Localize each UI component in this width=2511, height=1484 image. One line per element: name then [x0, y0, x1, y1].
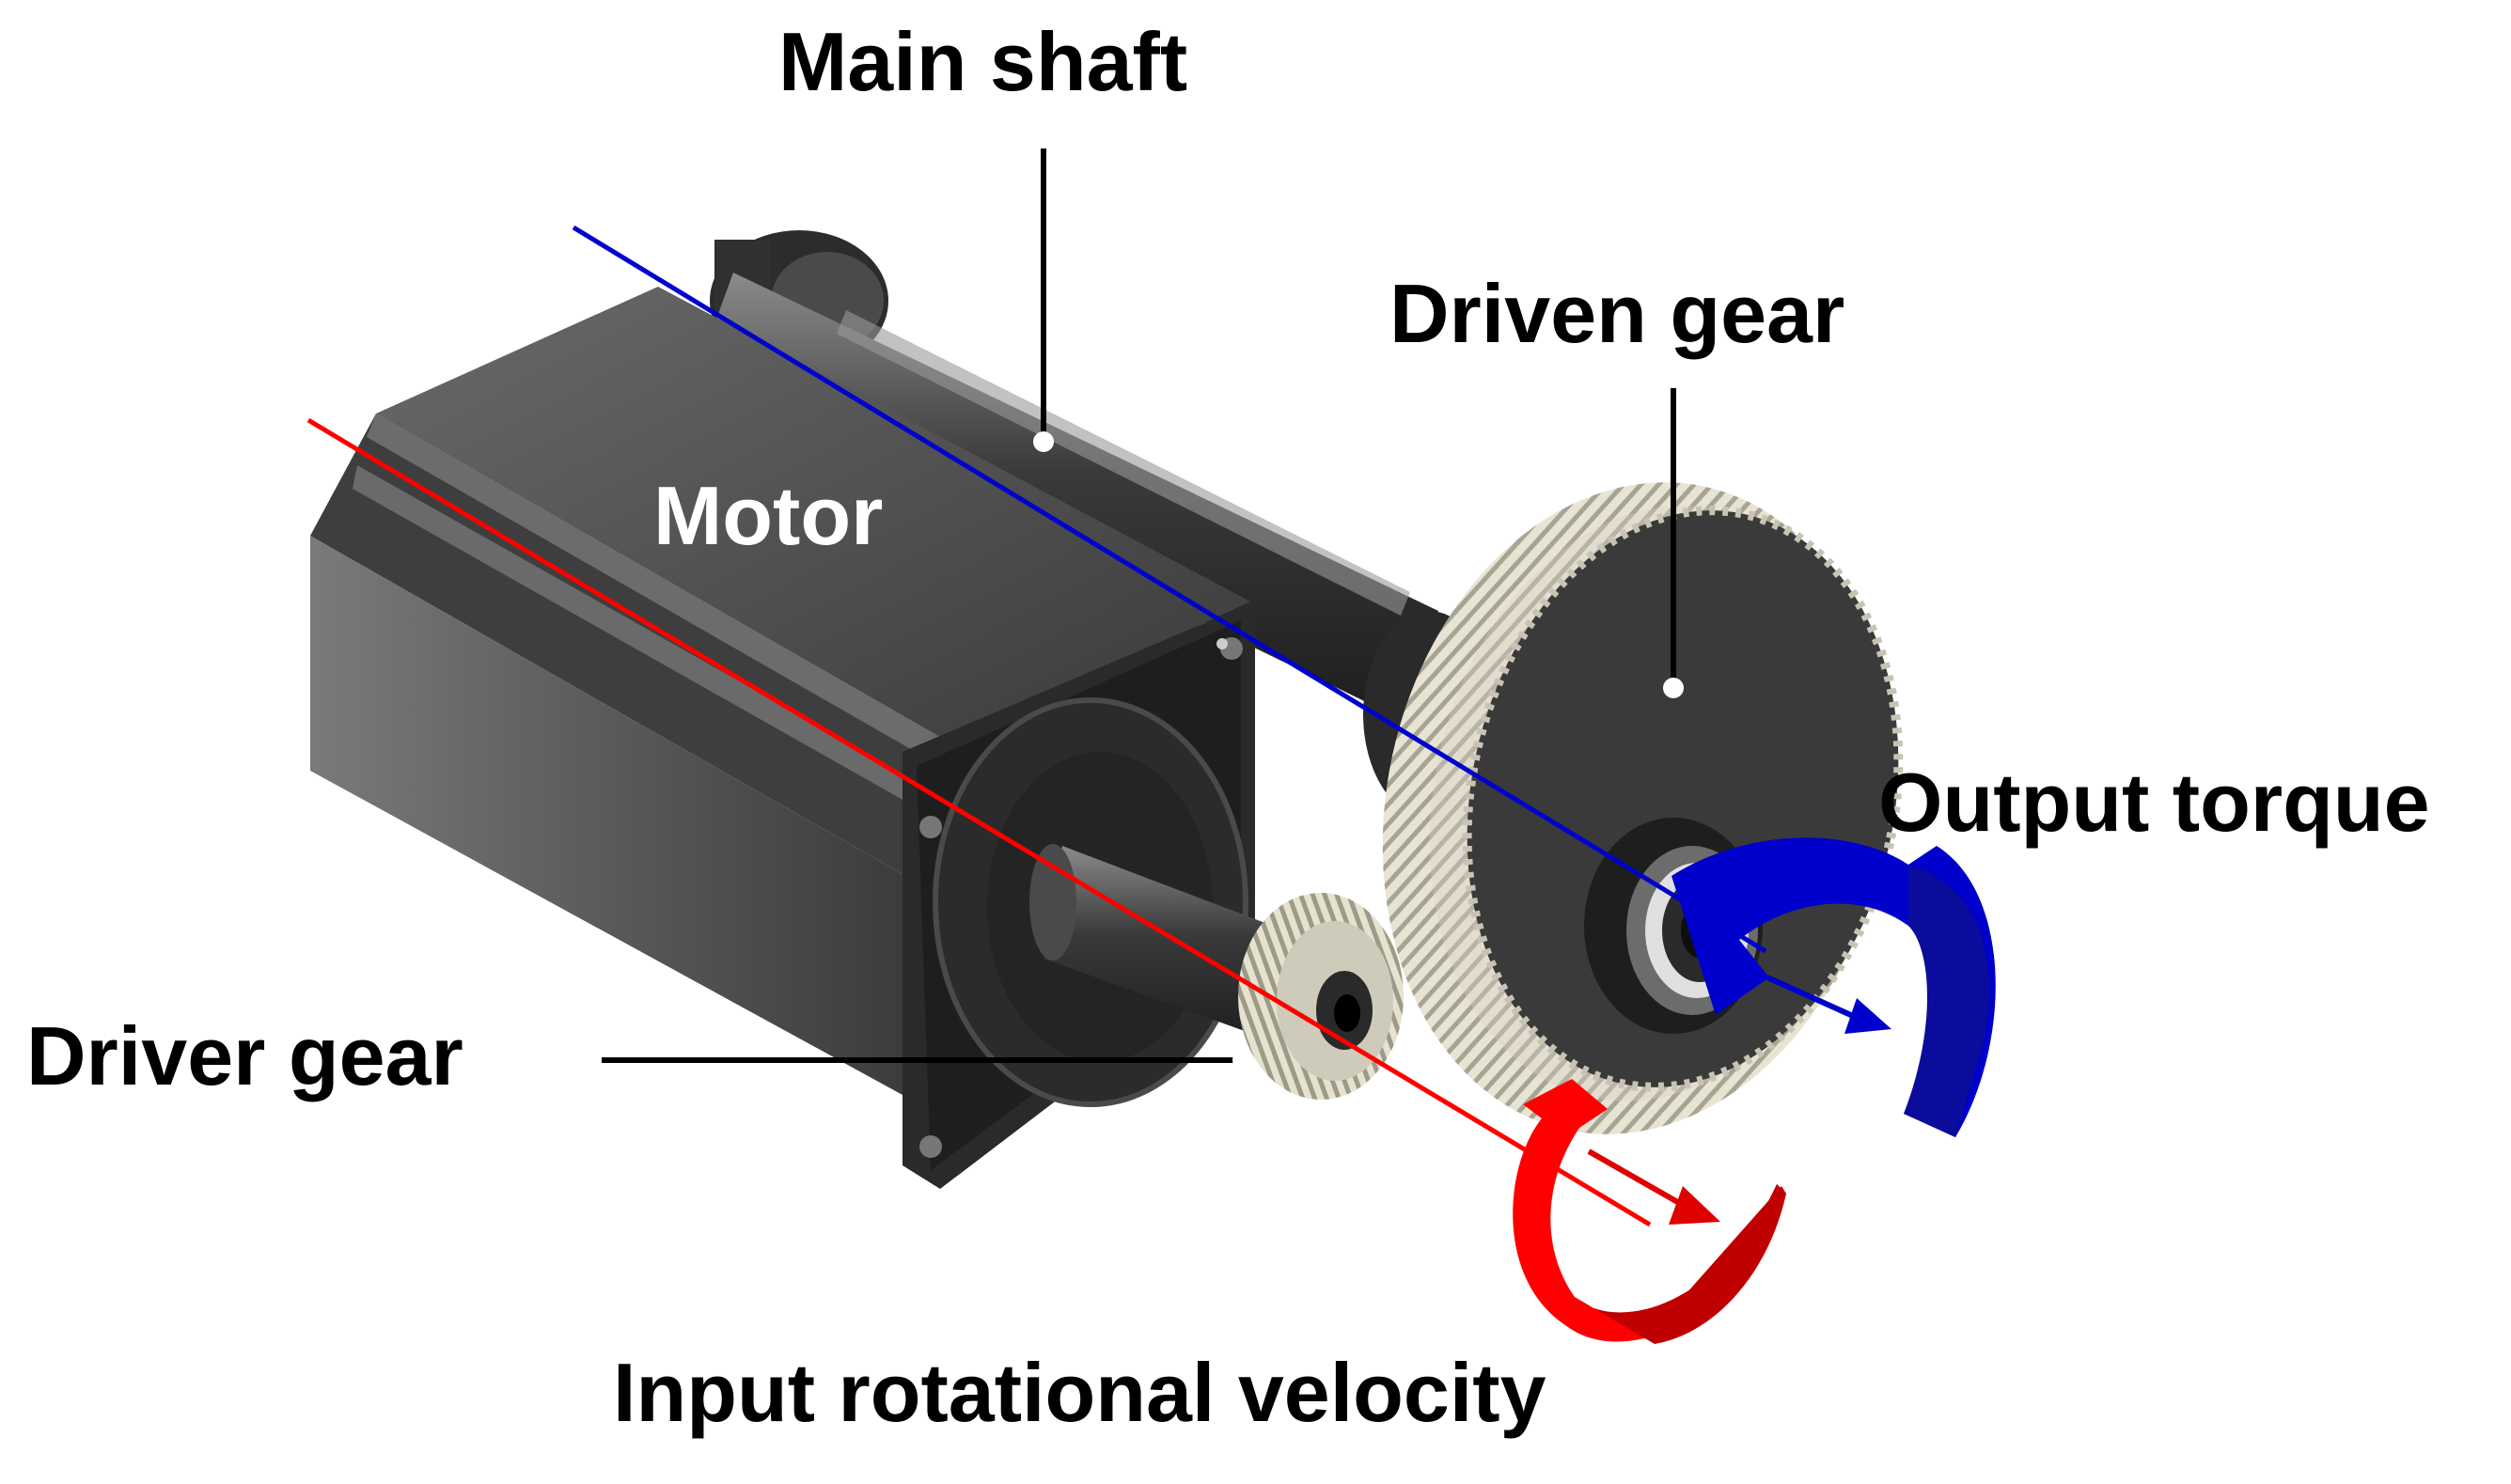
input-axis-line — [306, 417, 1652, 1227]
input-velocity-label: Input rotational velocity — [613, 1346, 1546, 1439]
motor-label: Motor — [653, 469, 884, 562]
driver-gear-dot — [1232, 1050, 1253, 1070]
output-torque-label: Output torque — [1878, 756, 2430, 849]
main-shaft-label: Main shaft — [778, 15, 1188, 108]
output-torque-arrow — [1671, 837, 1996, 1137]
driven-gear — [1382, 482, 1904, 1134]
driven-gear-label: Driven gear — [1389, 267, 1845, 360]
main-shaft-dot — [1033, 431, 1054, 452]
driver-gear-label: Driver gear — [26, 1009, 463, 1102]
driven-gear-dot — [1663, 678, 1684, 698]
input-velocity-arrow — [1513, 1079, 1786, 1344]
driver-gear — [1238, 893, 1404, 1100]
output-axis-line — [572, 225, 1767, 954]
